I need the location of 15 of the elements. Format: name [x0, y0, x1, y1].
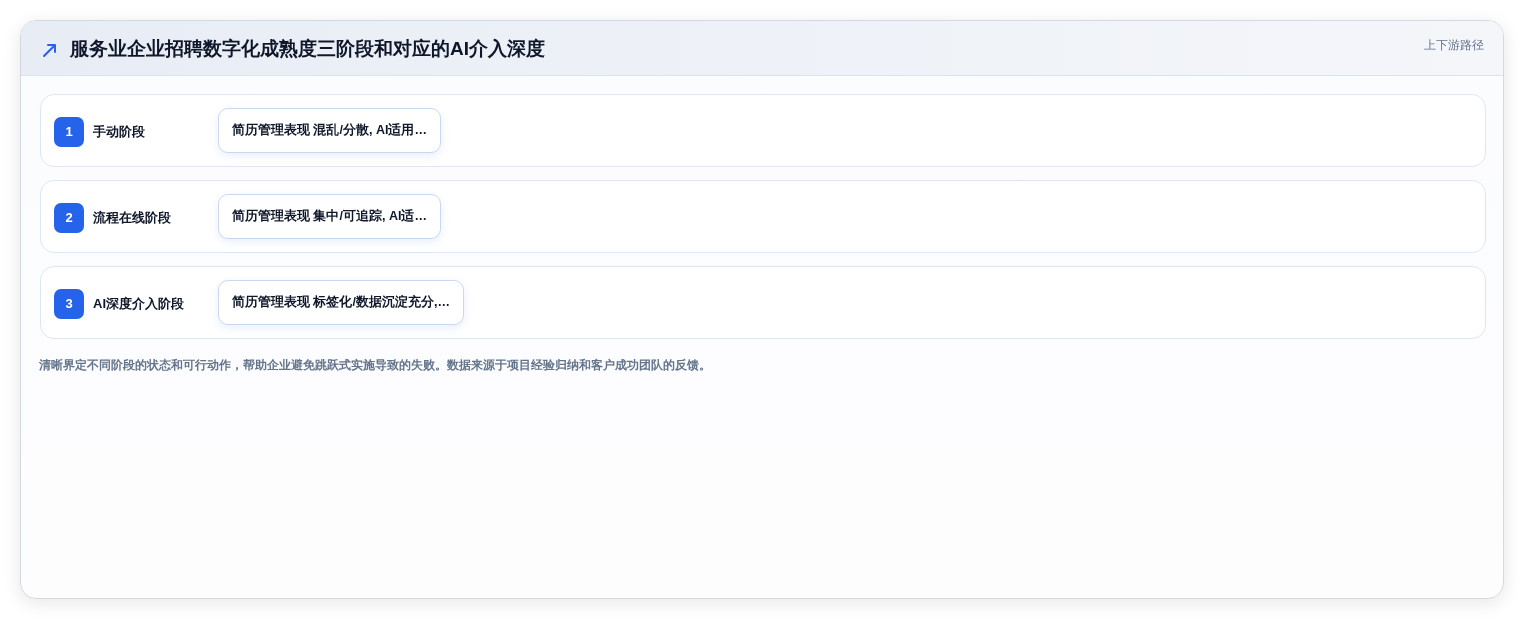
- stage-label: 手动阶段: [93, 123, 145, 141]
- text-chip: 简历管理表现 集中/可追踪, AI适…: [218, 194, 441, 239]
- stage-label: AI深度介入阶段: [93, 295, 184, 313]
- text-chip: 简历管理表现 标签化/数据沉淀充分,…: [218, 280, 464, 325]
- number-badge: 3: [54, 289, 84, 319]
- text-chip: 简历管理表现 混乱/分散, AI适用…: [218, 108, 441, 153]
- stage-label: 流程在线阶段: [93, 209, 171, 227]
- caption-text: 清晰界定不同阶段的状态和可行动作，帮助企业避免跳跃式实施导致的失败。数据来源于项目经验归纳和客户成功团队的反馈。: [39, 357, 711, 373]
- stage-row: [40, 180, 1486, 253]
- header-note: 上下游路径: [1424, 37, 1484, 53]
- title: 服务业企业招聘数字化成熟度三阶段和对应的AI介入深度: [70, 37, 545, 61]
- stage-row: [40, 266, 1486, 339]
- number-badge: 1: [54, 117, 84, 147]
- number-badge: 2: [54, 203, 84, 233]
- stage-row: [40, 94, 1486, 167]
